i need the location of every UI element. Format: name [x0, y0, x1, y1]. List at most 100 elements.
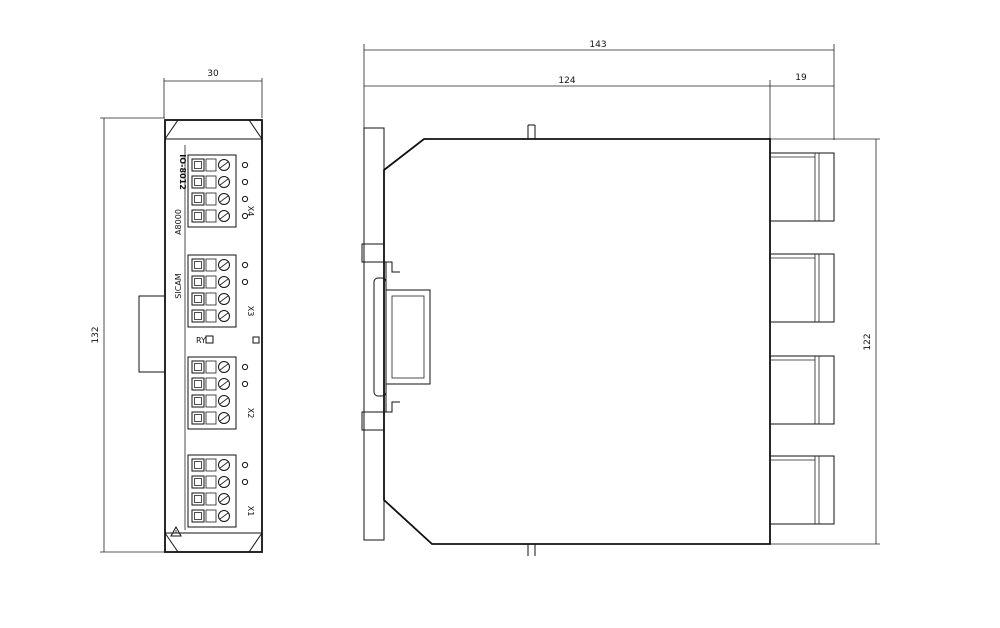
led-dot	[241, 212, 249, 220]
terminal-square-inner	[194, 178, 202, 186]
led-dot	[241, 478, 249, 486]
terminal-latch	[205, 258, 217, 272]
screw-icon	[218, 510, 230, 522]
screw-icon	[218, 276, 230, 288]
terminal-latch	[205, 377, 217, 391]
terminal-square	[191, 492, 205, 506]
front-width-dim-text: 30	[207, 69, 219, 79]
connector-block-x4: X4	[187, 154, 255, 228]
screw-slot	[219, 195, 229, 203]
screw-slot	[219, 278, 229, 286]
terminal-square-inner	[194, 363, 202, 371]
screw-icon	[218, 310, 230, 322]
screw-slot	[219, 495, 229, 503]
connector-label: X2	[246, 408, 255, 419]
terminal-square-inner	[194, 478, 202, 486]
led-dot	[241, 461, 249, 469]
screw-icon	[218, 176, 230, 188]
din-clamp	[361, 243, 431, 431]
terminal-square-inner	[194, 195, 202, 203]
warning-icon	[170, 525, 182, 537]
screw-icon	[218, 459, 230, 471]
screw-icon	[218, 293, 230, 305]
status-led	[252, 336, 260, 344]
terminal-latch	[205, 275, 217, 289]
plug-block	[769, 355, 835, 425]
screw-icon	[218, 476, 230, 488]
screw-icon	[218, 395, 230, 407]
terminal-square	[191, 158, 205, 172]
led-dot	[241, 278, 249, 286]
ry-led	[205, 335, 214, 344]
terminal-square-inner	[194, 295, 202, 303]
clamp-upper-hook	[361, 243, 400, 273]
terminal-square-inner	[194, 414, 202, 422]
led-dot	[241, 363, 249, 371]
connector-block-x3: X3	[187, 254, 255, 328]
terminal-square-inner	[194, 512, 202, 520]
screw-slot	[219, 261, 229, 269]
screw-slot	[219, 178, 229, 186]
front-bottom-chamfer-right	[248, 532, 263, 553]
connector-label: X3	[246, 306, 255, 317]
screw-icon	[218, 361, 230, 373]
screw-slot	[219, 161, 229, 169]
terminal-square-inner	[194, 278, 202, 286]
screw-icon	[218, 159, 230, 171]
plug-block	[769, 455, 835, 525]
model-label: A8000	[174, 209, 183, 235]
terminal-square	[191, 292, 205, 306]
plug-depth-dim-text: 19	[795, 73, 807, 83]
overall-width-dim-text: 143	[589, 40, 606, 50]
terminal-square	[191, 377, 205, 391]
front-height-dim-text: 132	[91, 326, 101, 343]
terminal-latch	[205, 394, 217, 408]
screw-slot	[219, 363, 229, 371]
body-width-dim-text: 124	[558, 76, 575, 86]
plug-body	[769, 455, 835, 525]
screw-slot	[219, 295, 229, 303]
terminal-square	[191, 394, 205, 408]
plug-body	[769, 253, 835, 323]
screw-slot	[219, 461, 229, 469]
terminal-square	[191, 309, 205, 323]
terminal-square	[191, 509, 205, 523]
side-housing	[383, 138, 771, 545]
front-bottom-chamfer-left	[164, 532, 179, 553]
plug-block	[769, 152, 835, 222]
terminal-latch	[205, 175, 217, 189]
terminal-square-inner	[194, 461, 202, 469]
screw-icon	[218, 412, 230, 424]
plug-body	[769, 355, 835, 425]
terminal-square	[191, 192, 205, 206]
terminal-latch	[205, 192, 217, 206]
clamp-rail	[385, 289, 431, 385]
ry-label: RY	[196, 336, 206, 345]
screw-slot	[219, 312, 229, 320]
terminal-latch	[205, 158, 217, 172]
front-top-chamfer-left	[164, 119, 179, 140]
screw-slot	[219, 397, 229, 405]
terminal-square	[191, 411, 205, 425]
terminal-latch	[205, 411, 217, 425]
module-label: IO-8012	[178, 154, 187, 190]
terminal-square-inner	[194, 380, 202, 388]
plug-block	[769, 253, 835, 323]
screw-slot	[219, 478, 229, 486]
terminal-square	[191, 458, 205, 472]
connector-label: X1	[246, 506, 255, 517]
screw-icon	[218, 259, 230, 271]
terminal-square-inner	[194, 212, 202, 220]
front-housing	[164, 119, 263, 553]
brand-label: SICAM	[174, 273, 183, 298]
connector-housing	[187, 254, 237, 328]
terminal-latch	[205, 360, 217, 374]
led-dot	[241, 178, 249, 186]
terminal-latch	[205, 209, 217, 223]
terminal-latch	[205, 475, 217, 489]
screw-slot	[219, 380, 229, 388]
terminal-latch	[205, 509, 217, 523]
